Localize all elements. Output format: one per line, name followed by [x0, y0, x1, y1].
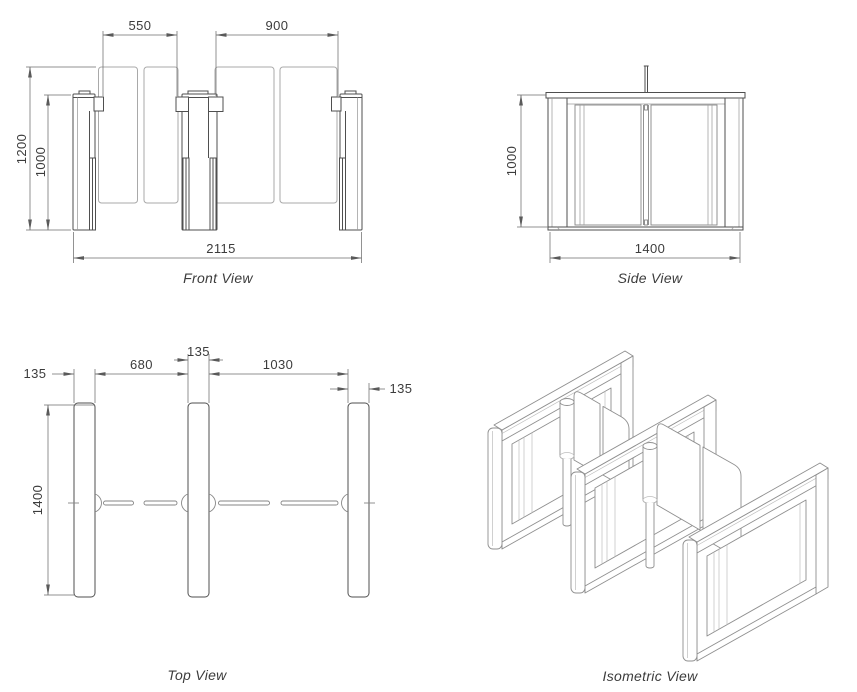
dim-lane-right: 900 [266, 18, 289, 33]
front-right-cabinet [331, 90, 363, 231]
isometric-view-label: Isometric View [603, 668, 699, 684]
dim-cabinet-width-right: 135 [390, 381, 413, 396]
front-view-label: Front View [183, 270, 253, 286]
dim-side-depth: 1400 [635, 241, 666, 256]
dim-cabinet-width-left: 135 [24, 366, 47, 381]
dim-glass-height: 1200 [14, 134, 29, 165]
top-view-label: Top View [167, 667, 227, 683]
side-dimensions: 1000 1400 [504, 94, 741, 263]
iso-lane1-hub [559, 398, 575, 527]
side-inner-panels [574, 104, 718, 226]
front-middle-cabinet [175, 90, 224, 231]
top-cabinets [73, 402, 370, 598]
front-left-cabinet [72, 90, 104, 231]
side-view-label: Side View [618, 270, 683, 286]
dim-cabinet-width-middle: 135 [187, 344, 210, 359]
dim-side-height: 1000 [504, 146, 519, 177]
side-view: 1000 1400 Side View [504, 65, 746, 286]
front-view: 550 900 1200 1000 2115 Front View [14, 18, 363, 286]
top-view: 135 680 135 1030 135 1400 Top View [24, 344, 413, 683]
dim-total-width: 2115 [206, 241, 236, 256]
front-glass-panels [98, 66, 338, 204]
dim-passage-right: 1030 [263, 357, 294, 372]
dim-lane-left: 550 [129, 18, 152, 33]
dim-cabinet-height: 1000 [33, 147, 48, 178]
dim-passage-left: 680 [130, 357, 153, 372]
top-swing-barriers [68, 493, 375, 513]
front-dimensions: 550 900 1200 1000 2115 [14, 18, 362, 263]
top-dimensions: 135 680 135 1030 135 1400 [24, 344, 413, 596]
isometric-view: Isometric View [487, 350, 829, 684]
side-antenna [643, 65, 649, 93]
iso-lane2-hub [642, 442, 658, 569]
dim-top-depth: 1400 [30, 485, 45, 516]
